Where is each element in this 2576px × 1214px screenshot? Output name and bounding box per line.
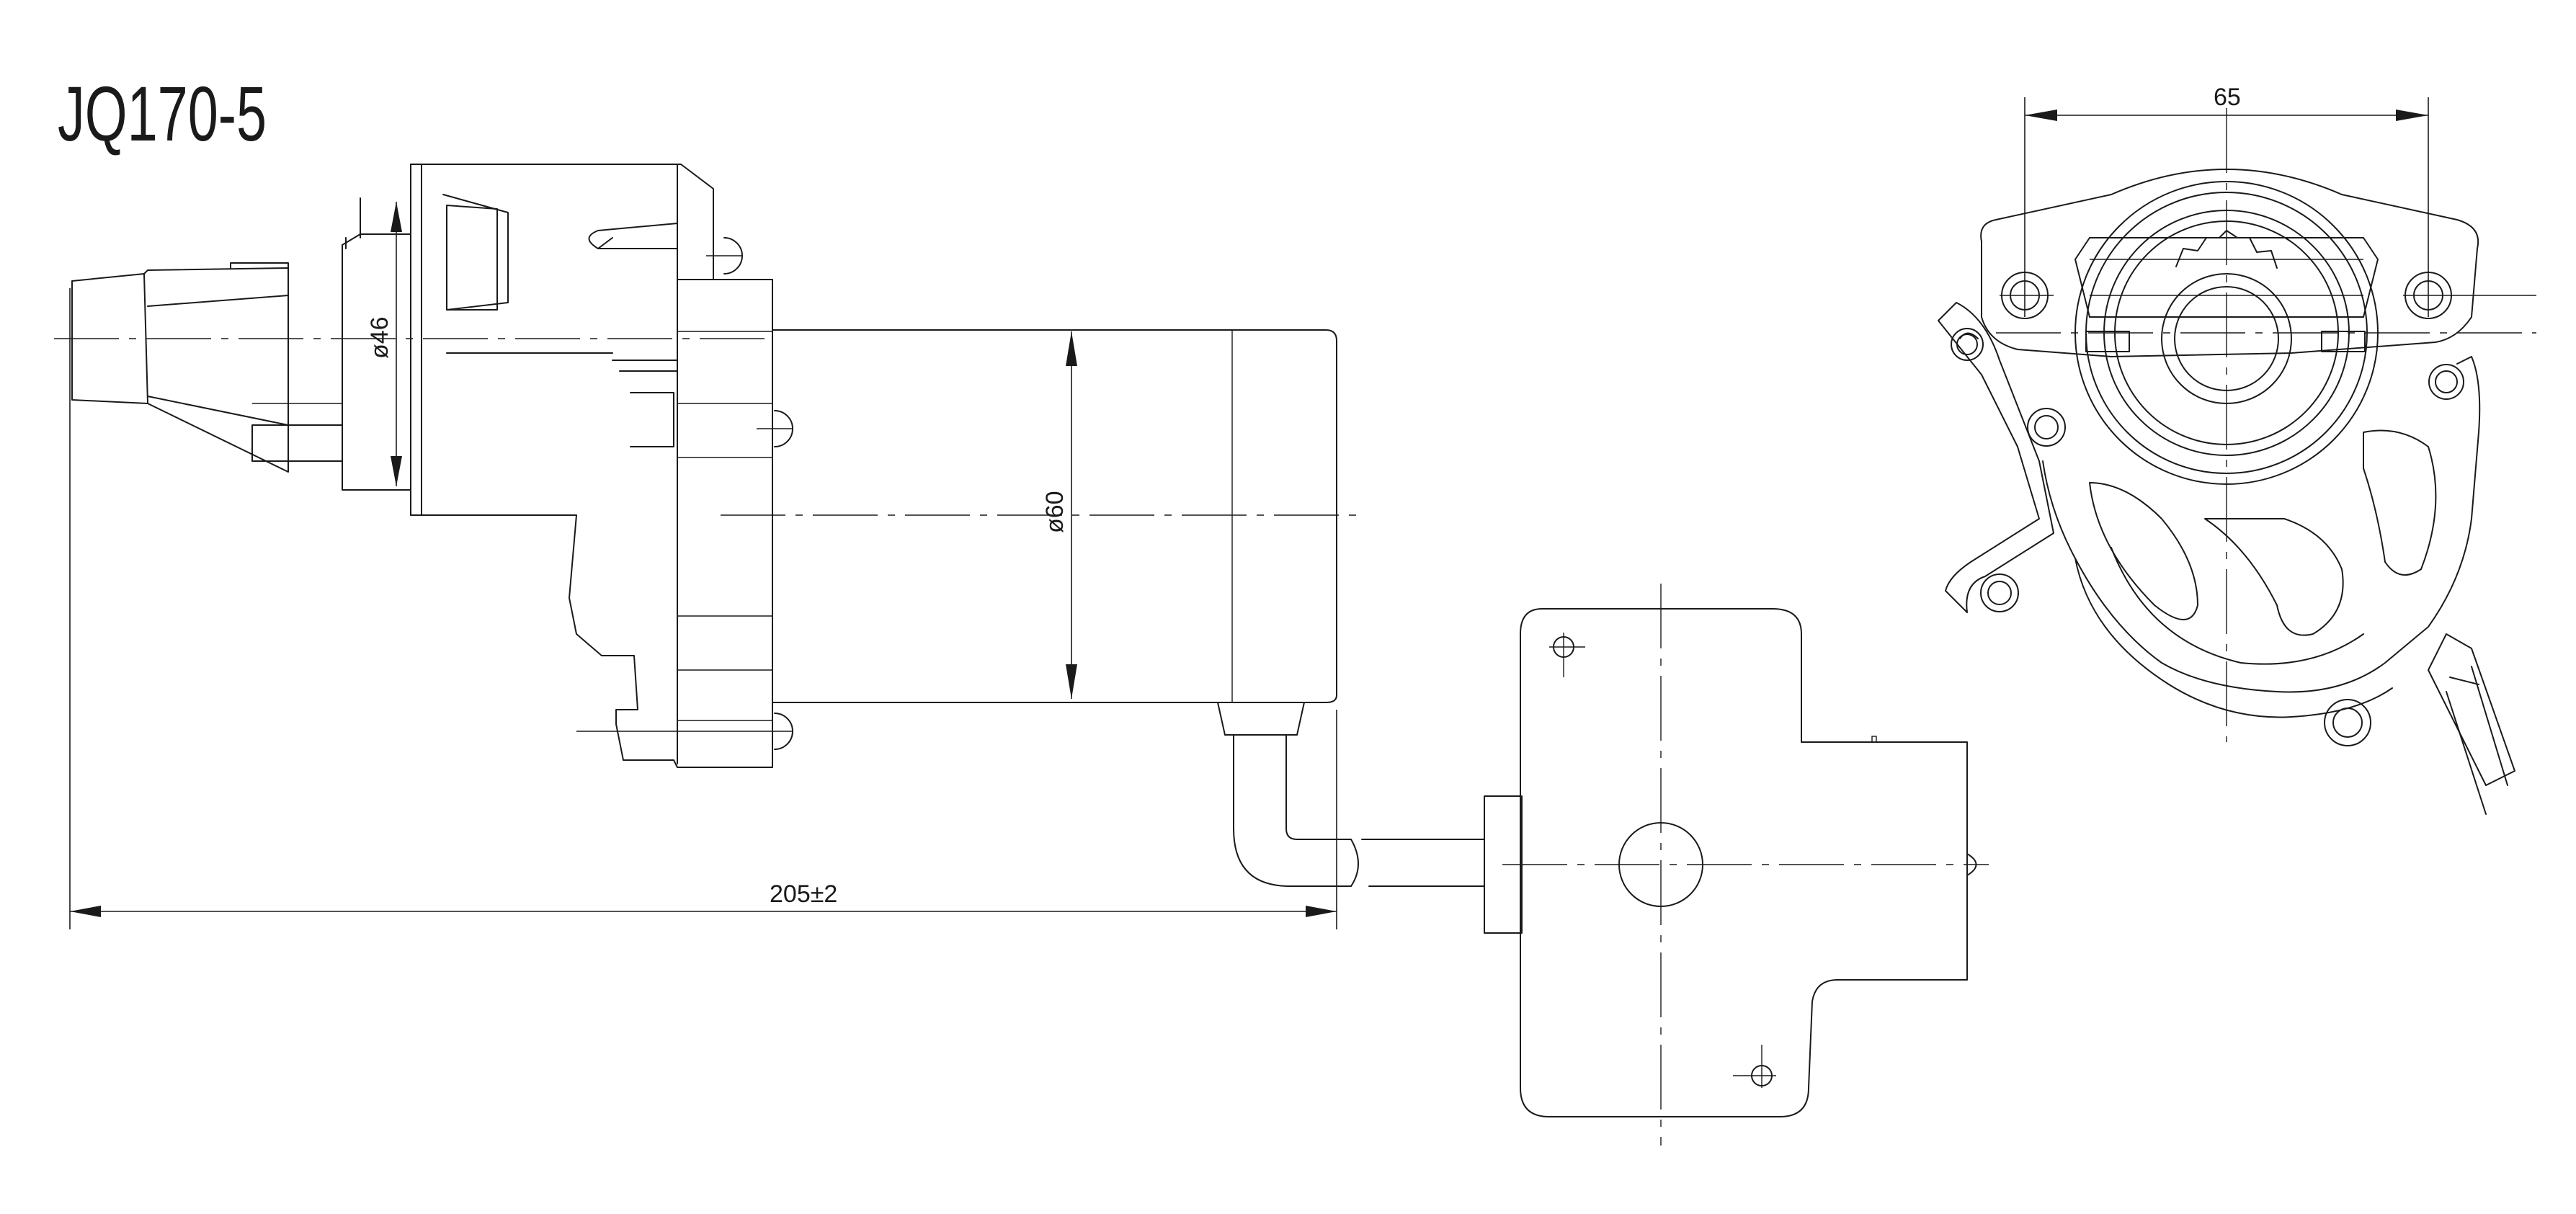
- model-title: JQ170-5: [58, 70, 267, 157]
- front-flange: [1980, 169, 2479, 357]
- bolt-spacing-dimension: 65: [2024, 84, 2429, 317]
- pinion-diameter-dimension: ø46: [366, 202, 402, 486]
- motor-diameter-label: ø60: [1041, 491, 1069, 533]
- side-view: [54, 164, 1485, 887]
- motor-body: [772, 329, 1337, 703]
- bottom-view: [1484, 584, 1989, 1146]
- bolt-spacing-label: 65: [2214, 84, 2241, 111]
- pinion-diameter-label: ø46: [366, 316, 393, 359]
- front-bolt-bottom: [2324, 699, 2371, 746]
- front-body: [2042, 356, 2481, 693]
- motor-diameter-dimension: ø60: [1041, 331, 1077, 699]
- pinion-gear: [342, 233, 411, 491]
- terminal-boot: [1217, 702, 1305, 736]
- front-cable: [2428, 633, 2515, 786]
- front-view: [1938, 108, 2536, 815]
- length-label: 205±2: [770, 880, 837, 908]
- bottom-housing: [1520, 608, 1968, 1117]
- length-dimension: 205±2: [69, 288, 1337, 929]
- drive-housing: [410, 164, 773, 768]
